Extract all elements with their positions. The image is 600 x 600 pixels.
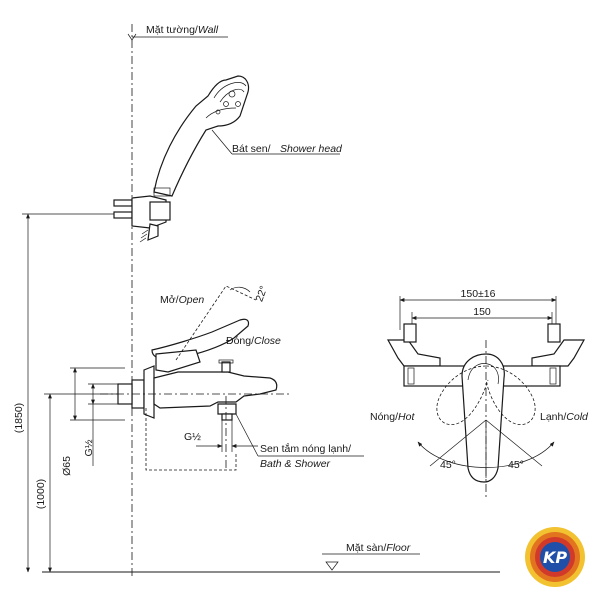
shower-head bbox=[153, 75, 250, 197]
height-dimensions: (1850) (1000) bbox=[13, 213, 140, 573]
shower-head-label: Bát sen/ Shower head bbox=[211, 129, 343, 155]
wall-bracket bbox=[113, 195, 171, 243]
dim-1850: (1850) bbox=[13, 403, 25, 433]
logo-text: KP bbox=[543, 548, 567, 567]
dim-thread-g12-left: G½ bbox=[83, 439, 95, 456]
front-width-dimensions: 150±16 150 bbox=[399, 288, 557, 330]
front-view-labels: Nóng/Hot Lạnh/Cold 45° 45° bbox=[370, 411, 589, 471]
mixer-side-view bbox=[100, 285, 290, 470]
open-close-labels: Mở/Open 22° Đóng/Close bbox=[160, 284, 281, 347]
svg-text:Bath & Shower: Bath & Shower bbox=[260, 458, 331, 470]
mixer-front-view bbox=[386, 323, 586, 500]
angle-45-right: 45° bbox=[508, 459, 524, 471]
mixer-side-dimensions: Ø65 G½ bbox=[61, 367, 125, 476]
bathtub-outline bbox=[145, 408, 237, 471]
dim-diameter-65: Ø65 bbox=[61, 456, 73, 476]
brand-logo: KP bbox=[525, 527, 585, 587]
angle-22-label: 22° bbox=[253, 284, 270, 303]
open-label: Mở/Open bbox=[160, 294, 204, 306]
angle-45-left: 45° bbox=[440, 459, 456, 471]
dim-150-16: 150±16 bbox=[461, 288, 496, 300]
floor-label: Mặt sàn/Floor bbox=[346, 542, 411, 554]
hot-label: Nóng/Hot bbox=[370, 411, 415, 423]
svg-text:Bát sen/: Bát sen/ bbox=[232, 143, 271, 155]
svg-text:Shower head: Shower head bbox=[280, 143, 343, 155]
wall-label: Mặt tường/Wall bbox=[146, 24, 219, 36]
floor-reference: Mặt sàn/Floor bbox=[42, 542, 500, 573]
dim-thread-g12-bottom: G½ bbox=[184, 431, 201, 443]
bath-shower-label: Sen tắm nóng lạnh/ Bath & Shower bbox=[235, 413, 364, 470]
logo-center bbox=[540, 542, 570, 572]
dim-1000: (1000) bbox=[35, 479, 47, 509]
bottom-thread-dimension: G½ bbox=[184, 420, 258, 452]
close-label: Đóng/Close bbox=[226, 335, 281, 347]
cold-label: Lạnh/Cold bbox=[540, 411, 589, 423]
dim-150: 150 bbox=[473, 306, 491, 318]
wall-reference: Mặt tường/Wall bbox=[127, 24, 228, 578]
svg-text:Sen tắm nóng lạnh/: Sen tắm nóng lạnh/ bbox=[260, 442, 351, 455]
